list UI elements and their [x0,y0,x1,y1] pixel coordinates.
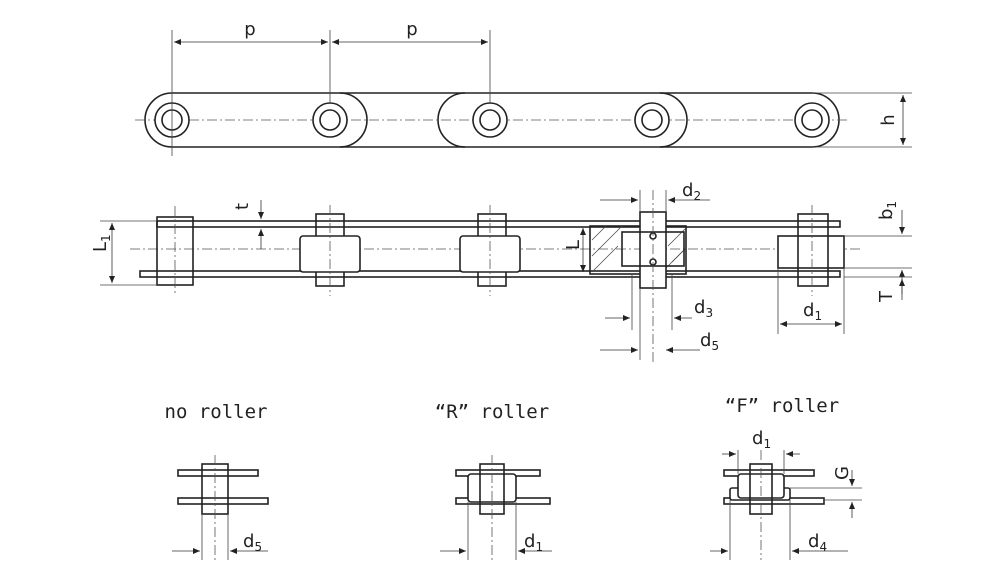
height-label: h [878,114,899,125]
side-view: t L1 L d2 b1 T [90,180,912,362]
d4-label: d4 [808,531,827,554]
pitch-label: p [244,19,255,40]
roller [299,205,361,296]
detail-no-roller: no roller d5 [165,401,269,560]
d1-f-label: d1 [752,428,771,451]
caption-f-roller: “F” roller [725,395,839,417]
caption-no-roller: no roller [165,401,268,423]
section-pin [589,190,687,362]
detail-r-roller: “R” roller d1 [435,401,552,560]
top-view: p p h [135,19,912,156]
upper-plate [156,220,841,228]
G-label: G [832,466,853,480]
t-label: t [232,203,253,210]
d5-detail-label: d5 [243,531,262,554]
L-label: L [563,240,584,250]
d3-label: d3 [694,297,713,320]
d5-label: d5 [700,330,719,353]
caption-r-roller: “R” roller [435,401,549,423]
detail-f-roller: “F” roller d1 G d4 [710,395,862,560]
T-label: T [876,290,897,303]
d2-label: d2 [682,180,701,203]
L1-label: L1 [90,234,113,252]
b1-label: b1 [876,201,899,220]
d1-detail-label: d1 [524,531,543,554]
d1-label: d1 [803,300,822,323]
pitch-label: p [406,19,417,40]
roller [777,205,845,296]
roller [459,205,521,296]
